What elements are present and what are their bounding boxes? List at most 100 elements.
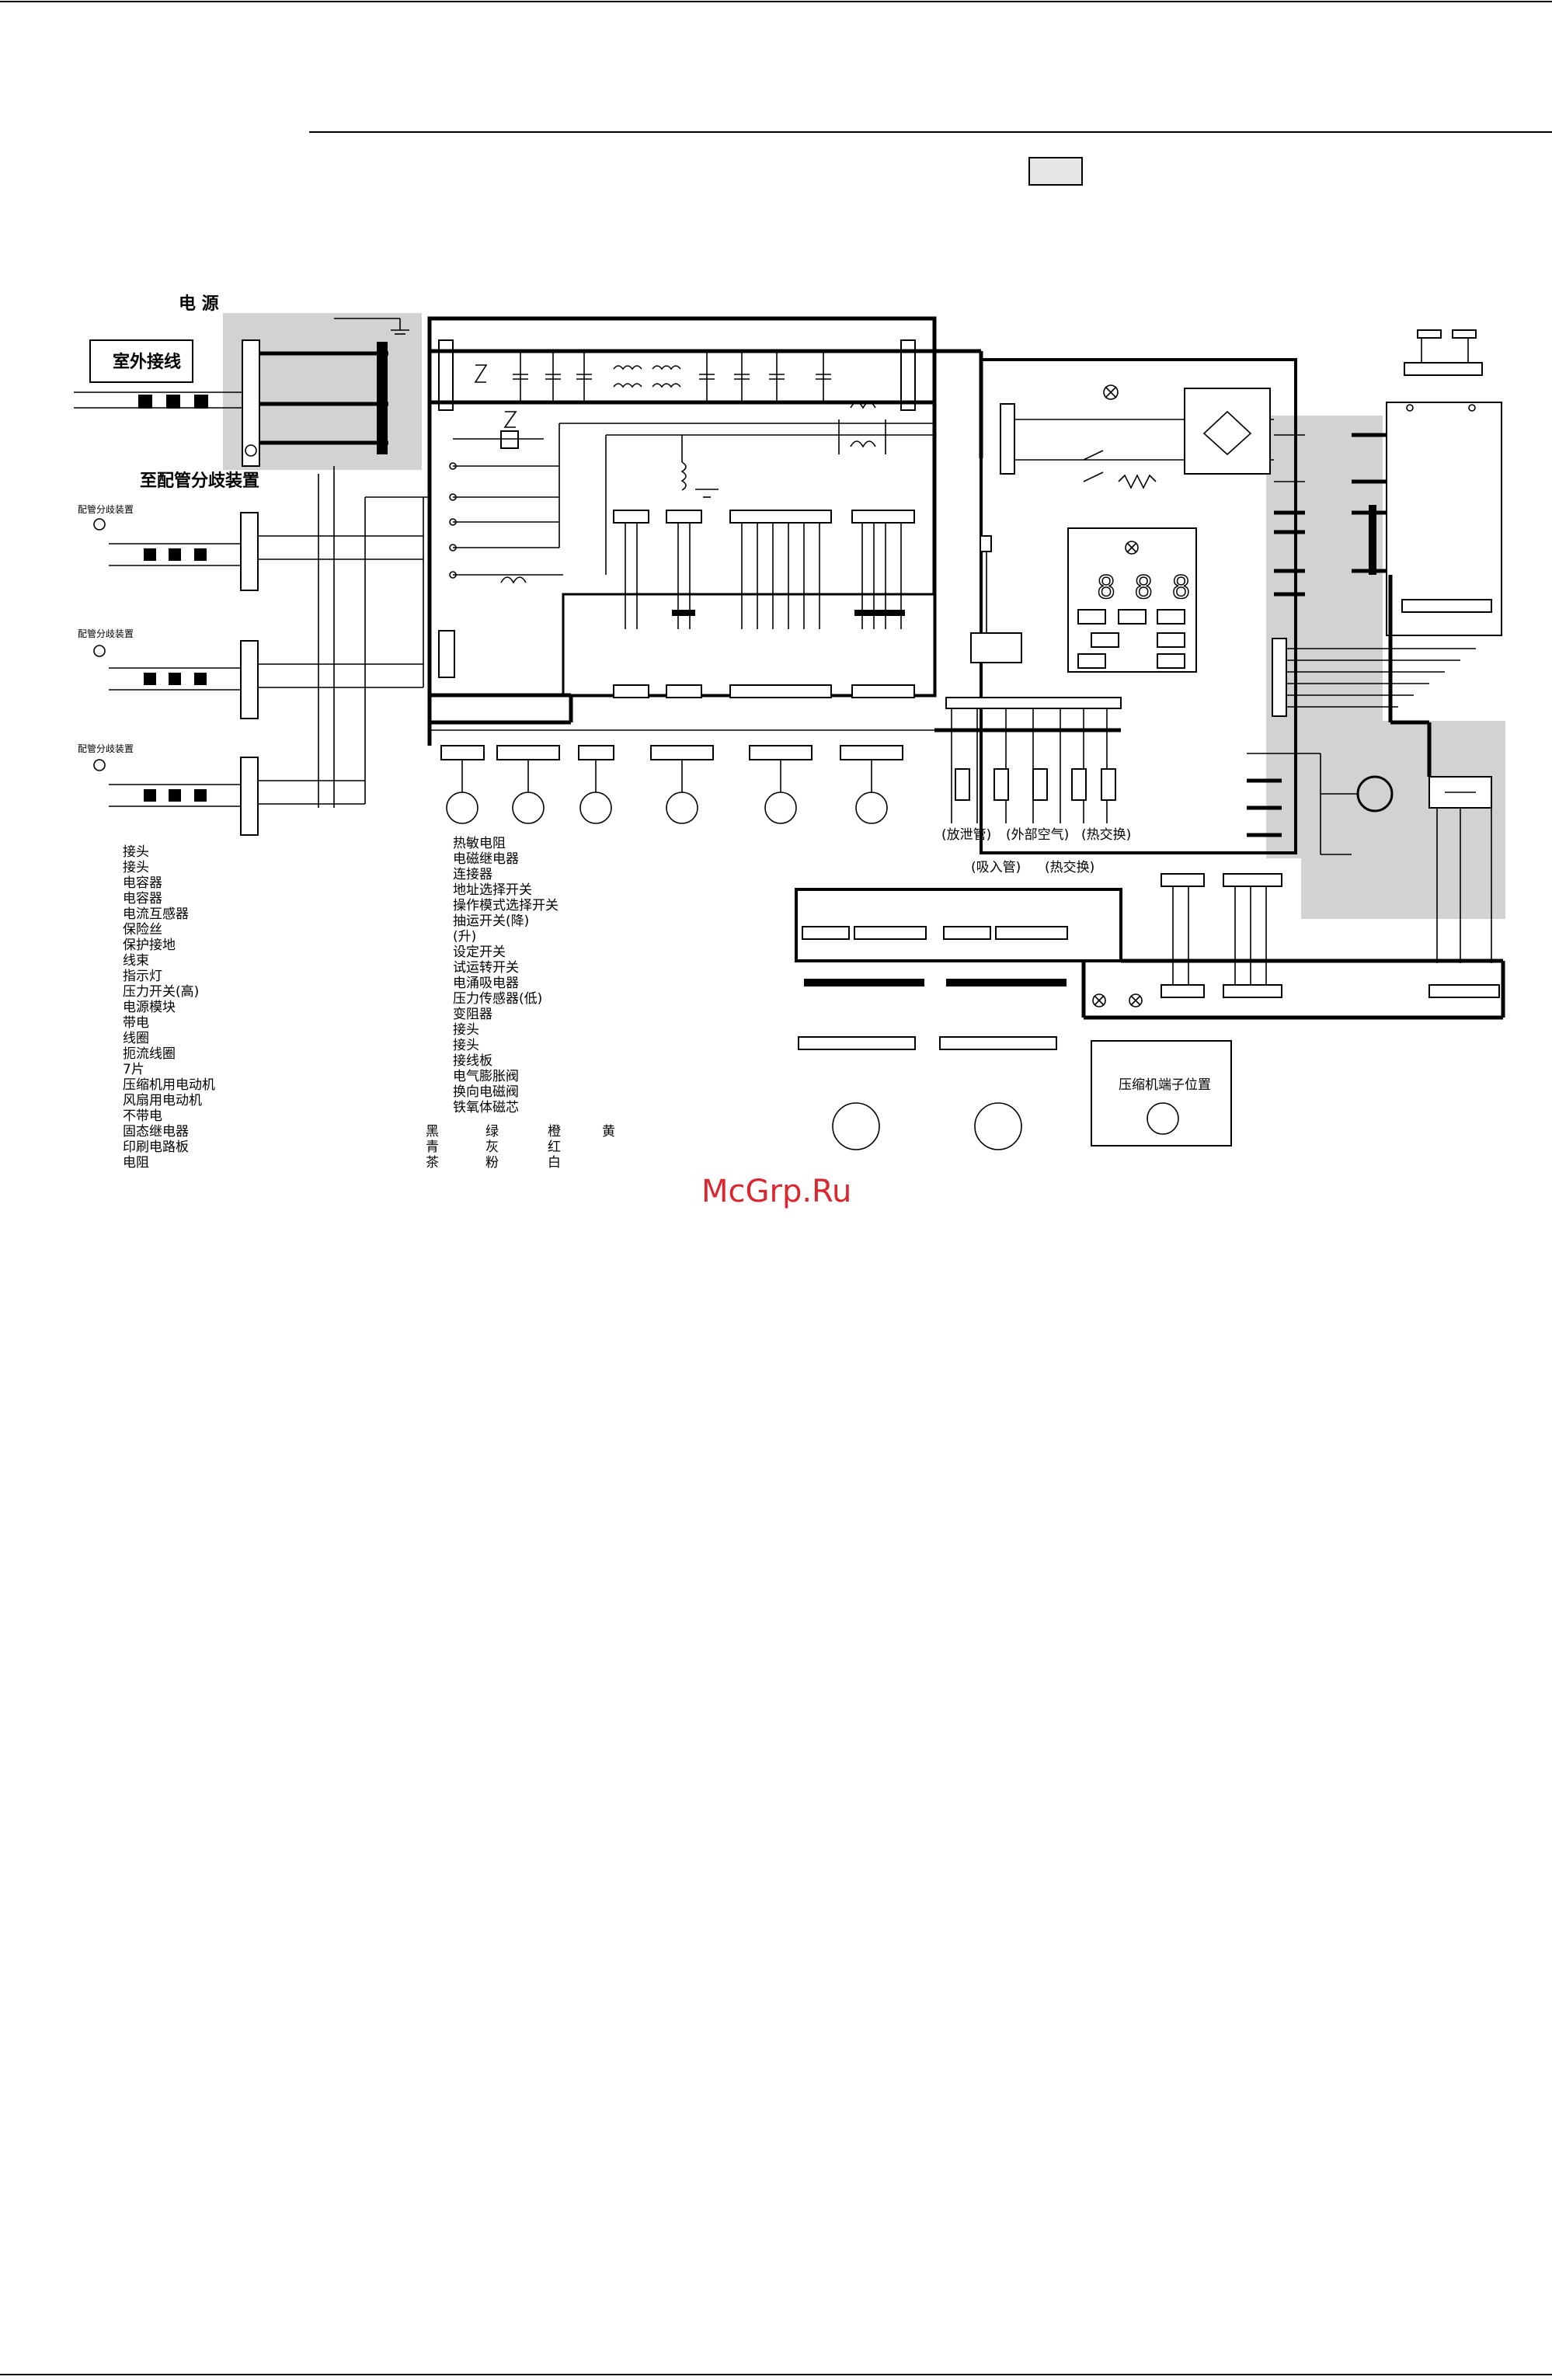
legend-middle: 热敏电阻 电磁继电器 连接器 地址选择开关 操作模式选择开关 抽运开关(降) (… (453, 836, 559, 1115)
fuse-holders (1404, 329, 1483, 376)
inverter-input-connector (1000, 403, 1015, 475)
legend-mid-10: 电涌吸电器 (453, 976, 519, 991)
power-earth-terminal (245, 444, 257, 457)
branch-unit-1: 配管分歧装置 (78, 503, 259, 591)
legend-left: 接头 接头 电容器 电容器 电流互感器 保险丝 保护接地 线束 指示灯 压力开关… (123, 844, 215, 1171)
wire-color-5: 青 (426, 1140, 439, 1155)
branch-unit-2: 配管分歧装置 (78, 628, 259, 719)
thermistor-label-4: (吸入管) (971, 860, 1021, 875)
compressor-terminal-label: 压缩机端子位置 (1119, 1077, 1211, 1093)
legend-mid-16: 电气膨胀阀 (453, 1069, 519, 1084)
outdoor-wiring-box (89, 339, 193, 383)
thermistor-label-5: (热交换) (1045, 860, 1094, 875)
thermistor-connector (945, 697, 1122, 709)
legend-left-4: 电容器 (123, 891, 162, 906)
control-display-panel (1067, 527, 1197, 673)
incoming-cable (74, 391, 245, 409)
legend-mid-15: 接线板 (453, 1053, 492, 1069)
pcb-relays (838, 402, 886, 454)
legend-left-20: 印刷电路板 (123, 1140, 189, 1155)
motor-wiring (1247, 575, 1492, 963)
thermistor-label-2: (外部空气) (1006, 827, 1069, 843)
legend-mid-5: 操作模式选择开关 (453, 898, 559, 913)
expansion-valve-motor-1 (832, 1102, 880, 1150)
legend-mid-13: 接头 (453, 1022, 479, 1038)
legend-left-15: 7片 (123, 1062, 144, 1077)
power-label: 电 源 (179, 294, 219, 314)
watermark: McGrp.Ru (701, 1174, 851, 1209)
expansion-valve-motor-2 (974, 1102, 1022, 1150)
legend-mid-4: 地址选择开关 (453, 882, 532, 898)
wire-color-8: 茶 (426, 1155, 439, 1171)
compressor-terminal-symbol (1147, 1102, 1179, 1135)
legend-left-7: 保护接地 (123, 938, 176, 953)
legend-mid-12: 变阻器 (453, 1007, 492, 1022)
branch-unit-2-label: 配管分歧装置 (78, 628, 134, 639)
outdoor-wiring-label: 室外接线 (113, 352, 181, 372)
noise-filter-core (377, 342, 388, 454)
filter-capacitors (513, 351, 831, 402)
branch-unit-3: 配管分歧装置 (78, 743, 259, 836)
bridge-rectifier (1184, 388, 1271, 475)
wire-color-7: 红 (548, 1140, 561, 1155)
wire-color-legend: 黑 绿 橙 黄 青 灰 红 茶 粉 白 (426, 1124, 615, 1171)
legend-left-21: 电阻 (123, 1155, 149, 1171)
inverter-indicator-lamp (1103, 384, 1119, 400)
wire-color-9: 粉 (485, 1155, 499, 1171)
wire-color-6: 灰 (485, 1140, 499, 1155)
seven-segment-display: 8 8 8 (1097, 570, 1190, 606)
inverter-relay-switch (1083, 450, 1157, 489)
legend-left-18: 不带电 (123, 1108, 162, 1124)
legend-mid-7: (升) (453, 929, 476, 945)
legend-left-16: 压缩机用电动机 (123, 1077, 215, 1093)
sensor-connectors (427, 722, 934, 824)
legend-left-17: 风扇用电动机 (123, 1093, 202, 1108)
pcb-connectors-upper (613, 510, 915, 629)
legend-mid-17: 换向电磁阀 (453, 1084, 519, 1100)
right-terminal-block (1272, 433, 1476, 717)
filter-chokes (613, 365, 681, 388)
legend-mid-6: 抽运开关(降) (453, 913, 529, 929)
legend-left-9: 指示灯 (123, 969, 162, 984)
legend-mid-3: 连接器 (453, 867, 492, 882)
pcb-connectors-lower (613, 684, 915, 698)
legend-left-12: 带电 (123, 1015, 149, 1031)
legend-mid-8: 设定开关 (453, 945, 506, 960)
thermistor-label-1: (放泄管) (941, 827, 991, 843)
motor-area-shade (1301, 721, 1505, 919)
legend-left-1: 接头 (123, 844, 149, 860)
outdoor-module (1386, 402, 1502, 636)
branch-signal-wires (258, 466, 431, 808)
legend-left-11: 电源模块 (123, 1000, 176, 1015)
legend-left-13: 线圈 (123, 1031, 149, 1046)
legend-left-3: 电容器 (123, 875, 162, 891)
legend-left-8: 线束 (123, 953, 149, 969)
wire-color-4: 黄 (602, 1124, 615, 1140)
thermistor-wires (951, 708, 1116, 823)
solid-state-relay (970, 632, 1022, 663)
legend-mid-9: 试运转开关 (453, 960, 519, 976)
legend-left-5: 电流互感器 (123, 906, 189, 922)
legend-mid-14: 接头 (453, 1038, 479, 1053)
wire-color-2: 绿 (485, 1124, 499, 1140)
pcb-coil (680, 435, 719, 498)
legend-mid-11: 压力传感器(低) (453, 991, 542, 1007)
pcb-side-connector (438, 630, 455, 678)
branch-unit-3-label: 配管分歧装置 (78, 743, 134, 754)
legend-mid-1: 热敏电阻 (453, 836, 506, 851)
surge-varistor (474, 364, 519, 449)
thermistor-label-3: (热交换) (1081, 827, 1131, 843)
outdoor-module-connector (1401, 599, 1492, 613)
power-terminal-block (242, 339, 260, 467)
expansion-valve-board (795, 888, 1122, 962)
legend-left-19: 固态继电器 (123, 1124, 189, 1140)
legend-left-14: 扼流线圈 (123, 1046, 176, 1062)
compressor-terminal-box (1091, 1040, 1232, 1147)
main-pcb-inner (562, 593, 936, 697)
legend-left-10: 压力开关(高) (123, 984, 199, 1000)
header-tag-box (1028, 157, 1083, 186)
legend-left-2: 接头 (123, 860, 149, 875)
to-branch-label: 至配管分歧装置 (140, 471, 259, 491)
wire-color-10: 白 (548, 1155, 561, 1171)
